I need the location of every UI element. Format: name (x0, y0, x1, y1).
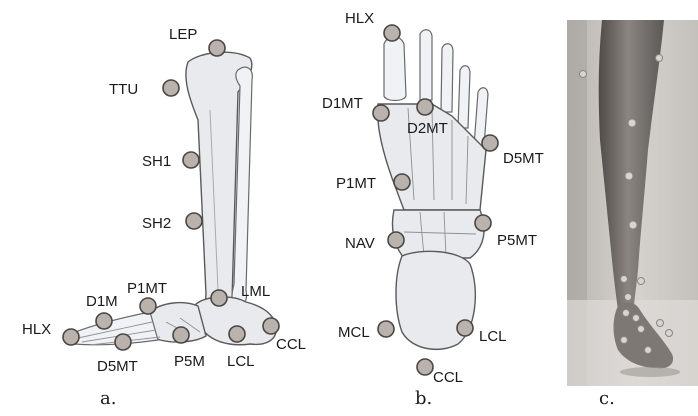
toe-3-bone (441, 44, 453, 112)
label-b-d5mt: D5MT (503, 150, 544, 167)
label-a-lcl: LCL (227, 353, 255, 370)
toe-2-bone (420, 30, 432, 100)
label-b-p1mt: P1MT (336, 175, 376, 192)
photo-marker-7 (638, 278, 645, 285)
label-a-lml: LML (241, 283, 270, 300)
label-a-p5m: P5M (174, 353, 205, 370)
marker-b-p5mt (475, 215, 491, 231)
marker-a-p1mt (140, 298, 156, 314)
marker-b-d2mt (417, 99, 433, 115)
label-b-ccl: CCL (433, 369, 463, 386)
marker-a-lep (209, 40, 225, 56)
panel-c-photo (567, 20, 698, 386)
photo-shadow (620, 367, 680, 377)
marker-a-sh1 (183, 152, 199, 168)
label-a-d5mt: D5MT (97, 358, 138, 375)
caption-panel-b: b. (415, 388, 432, 409)
label-b-lcl: LCL (479, 328, 507, 345)
toe-4-bone (458, 66, 470, 128)
label-a-sh1: SH1 (142, 153, 171, 170)
label-a-p1mt: P1MT (127, 280, 167, 297)
label-b-p5mt: P5MT (497, 232, 537, 249)
photo-marker-11 (657, 320, 664, 327)
label-b-d1mt: D1MT (322, 95, 363, 112)
marker-b-mcl (378, 321, 394, 337)
photo-marker-10 (633, 315, 640, 322)
marker-a-p5m (173, 327, 189, 343)
panel-b-drawing: HLX D1MT D2MT D5MT P1MT P5MT NAV MCL LCL… (322, 10, 544, 386)
label-a-hlx: HLX (22, 321, 51, 338)
photo-marker-14 (621, 337, 628, 344)
marker-a-sh2 (186, 213, 202, 229)
label-b-nav: NAV (345, 235, 375, 252)
label-b-d2mt: D2MT (407, 120, 448, 137)
marker-b-d5mt (482, 135, 498, 151)
marker-b-d1mt (373, 105, 389, 121)
marker-a-d1m (96, 313, 112, 329)
caption-panel-a: a. (100, 388, 116, 409)
marker-b-hlx (384, 25, 400, 41)
label-a-ccl: CCL (276, 336, 306, 353)
marker-b-lcl (457, 320, 473, 336)
label-b-hlx: HLX (345, 10, 374, 27)
photo-marker-4 (625, 172, 633, 180)
photo-marker-15 (645, 347, 652, 354)
marker-b-ccl (417, 359, 433, 375)
marker-a-ccl (263, 318, 279, 334)
hallux-bone (384, 37, 406, 101)
marker-a-hlx (63, 329, 79, 345)
label-a-sh2: SH2 (142, 215, 171, 232)
marker-a-d5mt (115, 334, 131, 350)
photo-marker-8 (625, 294, 632, 301)
photo-marker-6 (621, 276, 628, 283)
marker-b-nav (388, 232, 404, 248)
photo-marker-12 (638, 326, 645, 333)
photo-marker-9 (623, 310, 630, 317)
label-a-d1m: D1M (86, 293, 118, 310)
photo-marker-5 (629, 221, 637, 229)
photo-marker-1 (580, 71, 587, 78)
photo-marker-3 (628, 119, 636, 127)
marker-b-p1mt (394, 174, 410, 190)
metatarsal-bones (67, 312, 158, 345)
label-b-mcl: MCL (338, 324, 370, 341)
label-a-lep: LEP (169, 26, 197, 43)
photo-marker-2 (656, 55, 663, 62)
label-a-ttu: TTU (109, 81, 138, 98)
caption-panel-c: c. (599, 388, 615, 409)
marker-a-lcl (229, 326, 245, 342)
photo-marker-13 (666, 330, 673, 337)
panel-a-drawing: LEP TTU SH1 SH2 P1MT D1M LML HLX D5MT P5… (22, 26, 306, 375)
marker-a-lml (211, 290, 227, 306)
marker-a-ttu (163, 80, 179, 96)
